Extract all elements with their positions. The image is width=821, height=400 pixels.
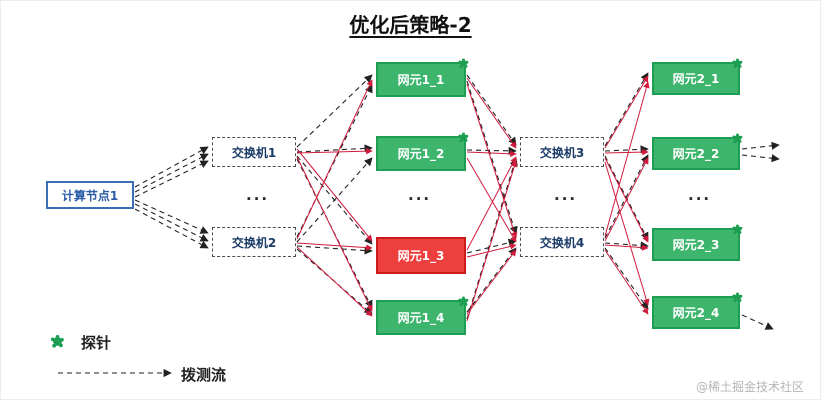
path-edge — [466, 249, 517, 315]
dialtest-flow-edge — [296, 144, 373, 153]
dialtest-flow-edge — [134, 199, 209, 234]
dialtest-flow-edge — [604, 154, 649, 239]
dialtest-flow-edge — [134, 203, 209, 242]
node-label: 网元2_4 — [672, 306, 720, 320]
dialtest-flow-edge — [604, 241, 649, 250]
path-edge — [466, 77, 517, 149]
node-label: 网元2_1 — [672, 72, 720, 86]
node-label: 网元1_3 — [397, 249, 445, 263]
path-edge — [604, 244, 649, 251]
dialtest-flow-edge — [466, 80, 518, 235]
path-edge — [604, 249, 649, 315]
dialtest-flow-edge — [134, 153, 209, 193]
node-ne2-1: 网元2_1 — [652, 62, 740, 95]
node-ne1-3: 网元1_3 — [376, 237, 466, 274]
ellipsis-ne1: ... — [408, 186, 432, 204]
path-edge — [296, 246, 373, 317]
path-edge — [296, 156, 373, 312]
node-ne1-1: 网元1_1 — [376, 62, 466, 97]
dialtest-flow-edge — [296, 157, 373, 243]
node-compute-1: 计算节点1 — [46, 181, 134, 209]
path-edge — [296, 147, 373, 155]
node-ne1-2: 网元1_2 — [376, 136, 466, 171]
node-ne2-4: 网元2_4 — [652, 296, 740, 329]
probe-icon — [731, 223, 744, 236]
watermark: @稀土掘金技术社区 — [695, 380, 804, 394]
dialtest-flow-edge — [134, 208, 209, 249]
legend-flow-label: 拨测流 — [181, 366, 227, 384]
dialtest-flow-edge — [296, 74, 373, 148]
dialtest-flow-edge — [296, 245, 373, 255]
node-label: 交换机1 — [231, 145, 277, 160]
path-edge — [466, 150, 517, 158]
path-edge — [466, 83, 518, 239]
dialtest-flow-edge — [466, 74, 517, 146]
dialtest-flow-edge — [604, 145, 649, 154]
dialtest-flow-edge — [466, 157, 518, 320]
probe-legend-icon — [49, 333, 66, 350]
path-edge — [466, 157, 517, 243]
probe-icon — [457, 57, 470, 70]
node-label: 网元2_3 — [672, 238, 720, 252]
dialtest-flow-edge — [134, 146, 209, 188]
node-label: 交换机4 — [539, 235, 585, 250]
node-switch-1: 交换机1 — [212, 137, 296, 167]
ellipsis-ne2: ... — [688, 186, 712, 204]
probe-icon — [457, 131, 470, 144]
node-ne2-3: 网元2_3 — [652, 228, 740, 261]
path-edge — [466, 243, 517, 258]
dialtest-flow-edge — [466, 146, 517, 155]
path-edge — [466, 160, 518, 322]
dialtest-flow-edge — [741, 141, 780, 150]
node-switch-3: 交换机3 — [520, 137, 604, 167]
dialtest-flow-edge — [741, 154, 780, 163]
dialtest-flow-edge — [604, 72, 649, 147]
path-edge — [604, 81, 650, 237]
path-edge — [604, 157, 649, 242]
path-edge — [296, 79, 373, 240]
node-label: 网元1_4 — [397, 311, 445, 325]
path-edge — [604, 148, 649, 156]
path-edge — [296, 242, 373, 251]
probe-icon — [457, 295, 470, 308]
path-edge — [466, 156, 517, 251]
dialtest-flow-edge — [604, 247, 649, 310]
probe-icon — [731, 132, 744, 145]
node-label: 计算节点1 — [61, 188, 119, 203]
path-edge — [296, 148, 373, 242]
path-edge — [604, 75, 649, 149]
diagram-title: 优化后策略-2 — [1, 9, 820, 38]
node-label: 交换机3 — [539, 145, 585, 160]
node-switch-4: 交换机4 — [520, 227, 604, 257]
page-title: 优化后策略-2 — [349, 13, 472, 37]
ellipsis-switch-right: ... — [554, 186, 578, 204]
node-ne2-2: 网元2_2 — [652, 137, 740, 170]
dialtest-flow-edge — [466, 247, 517, 313]
node-label: 网元1_2 — [397, 147, 445, 161]
legend-probe-label: 探针 — [81, 334, 112, 352]
node-label: 网元2_2 — [672, 147, 720, 161]
probe-icon — [731, 57, 744, 70]
probe-icon — [731, 291, 744, 304]
ellipsis-switch-left: ... — [246, 186, 270, 204]
node-switch-2: 交换机2 — [212, 227, 296, 257]
node-ne1-4: 网元1_4 — [376, 300, 466, 335]
path-edge — [604, 161, 650, 306]
dialtest-flow-edge — [134, 160, 209, 198]
dialtest-flow-edge — [741, 314, 774, 330]
node-label: 网元1_1 — [397, 73, 445, 87]
node-label: 交换机2 — [231, 235, 277, 250]
dialtest-flow-edge — [604, 155, 649, 241]
